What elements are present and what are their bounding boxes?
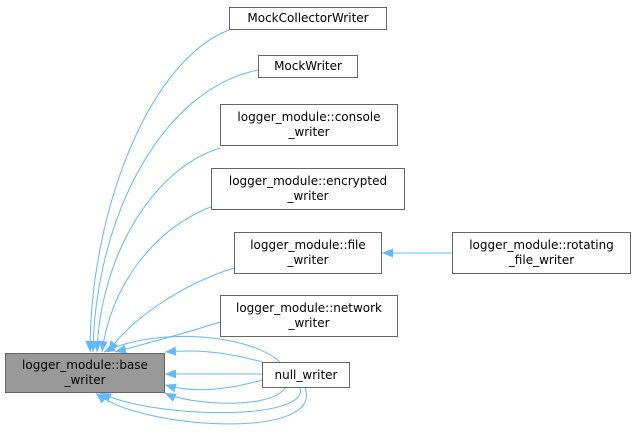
node-encrypted-writer-line1: logger_module::encrypted (228, 174, 388, 188)
node-mock-writer-label: MockWriter (274, 59, 342, 73)
node-base-writer-line2: _writer (64, 373, 106, 387)
node-file-writer[interactable]: logger_module::file _writer (234, 232, 382, 274)
node-file-writer-line1: logger_module::file (250, 238, 366, 252)
node-mock-collector-writer-label: MockCollectorWriter (247, 11, 369, 25)
node-console-writer-line2: _writer (288, 125, 330, 139)
node-null-writer[interactable]: null_writer (262, 362, 350, 388)
node-rotating-file-writer-line1: logger_module::rotating (469, 238, 614, 252)
node-mock-collector-writer[interactable]: MockCollectorWriter (229, 7, 387, 30)
edge-file-to-base (107, 267, 235, 353)
edge-null-to-base-6 (164, 379, 263, 393)
node-network-writer-line2: _writer (288, 316, 330, 330)
edge-encrypted-to-base (98, 205, 214, 353)
node-null-writer-label: null_writer (274, 367, 338, 382)
node-console-writer[interactable]: logger_module::console _writer (220, 104, 398, 146)
edge-null-to-base-1 (164, 346, 263, 363)
node-network-writer[interactable]: logger_module::network _writer (220, 295, 398, 337)
node-encrypted-writer-line2: _writer (287, 189, 329, 203)
node-rotating-file-writer[interactable]: logger_module::rotating _file_writer (452, 232, 631, 274)
node-console-writer-line1: logger_module::console (237, 110, 381, 124)
node-base-writer[interactable]: logger_module::base _writer (5, 353, 165, 393)
node-network-writer-line1: logger_module::network (235, 301, 382, 315)
node-base-writer-line1: logger_module::base (22, 358, 148, 372)
edge-null-to-base-5 (164, 387, 286, 404)
edge-mockcollector-to-base (85, 29, 230, 353)
edge-console-to-base (92, 147, 221, 353)
edge-network-to-base (114, 321, 221, 354)
edge-null-to-base-4 (99, 387, 301, 414)
node-file-writer-line2: _writer (287, 253, 329, 267)
edge-null-to-base-7 (95, 387, 307, 425)
node-encrypted-writer[interactable]: logger_module::encrypted _writer (211, 168, 405, 210)
edge-mockwriter-to-base (88, 69, 259, 353)
node-rotating-file-writer-line2: _file_writer (508, 253, 575, 267)
node-mock-writer[interactable]: MockWriter (258, 55, 358, 78)
